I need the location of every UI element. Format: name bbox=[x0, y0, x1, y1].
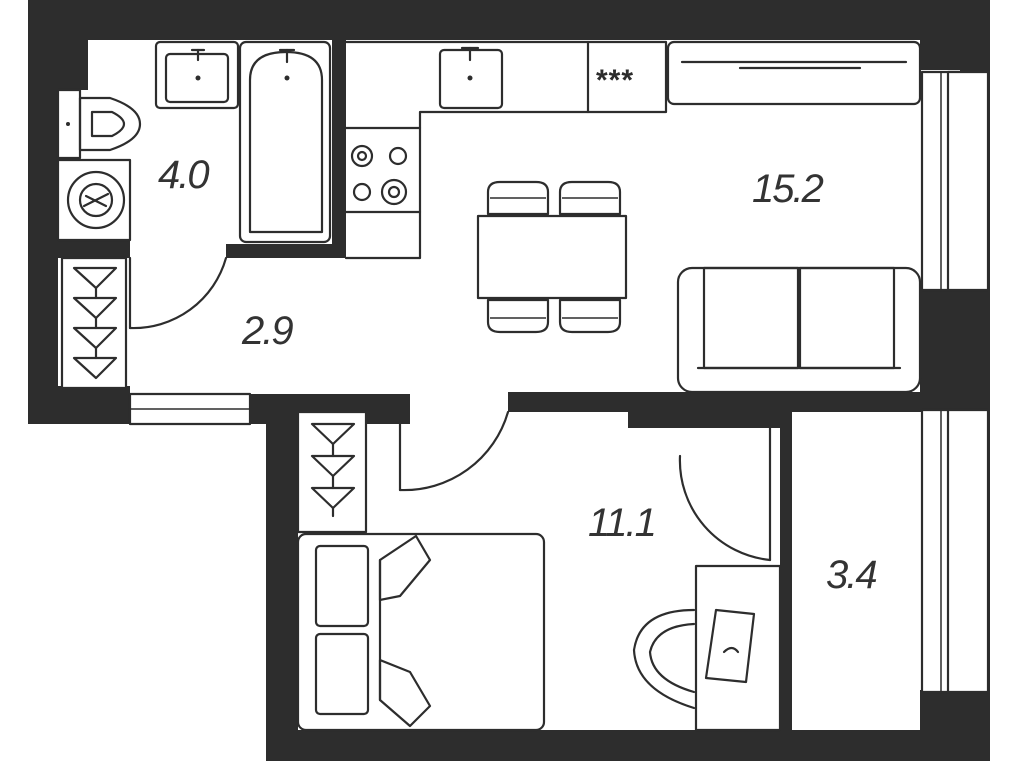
washing-machine-icon bbox=[56, 158, 132, 242]
bed-icon bbox=[296, 532, 546, 732]
sofa-icon bbox=[676, 266, 922, 394]
chair-icon bbox=[486, 180, 622, 334]
room-area-hallway: 2.9 bbox=[241, 309, 293, 353]
door-icon bbox=[128, 256, 228, 330]
sink-icon bbox=[438, 46, 504, 110]
toilet-icon bbox=[56, 88, 142, 160]
window-icon bbox=[128, 70, 990, 694]
room-area-kitchen-living: 15.2 bbox=[752, 167, 824, 211]
door-icon bbox=[398, 410, 510, 492]
sink-icon bbox=[154, 40, 240, 110]
tv-unit bbox=[666, 40, 922, 106]
office-chair-icon bbox=[632, 608, 696, 710]
refrigerator-label: *** bbox=[596, 64, 634, 97]
room-area-balcony: 3.4 bbox=[826, 553, 876, 597]
wardrobe-icon bbox=[60, 256, 128, 390]
wardrobe-icon bbox=[296, 410, 368, 534]
table-icon bbox=[476, 214, 628, 300]
door-icon bbox=[678, 426, 772, 562]
bathtub-icon bbox=[238, 40, 332, 244]
room-area-bathroom: 4.0 bbox=[158, 153, 209, 197]
interior-walls bbox=[58, 40, 792, 730]
stove-icon bbox=[350, 144, 408, 206]
kitchen-counter bbox=[344, 40, 668, 260]
refrigerator: *** bbox=[596, 64, 634, 97]
room-area-bedroom: 11.1 bbox=[588, 501, 655, 545]
desk-icon bbox=[694, 564, 782, 732]
